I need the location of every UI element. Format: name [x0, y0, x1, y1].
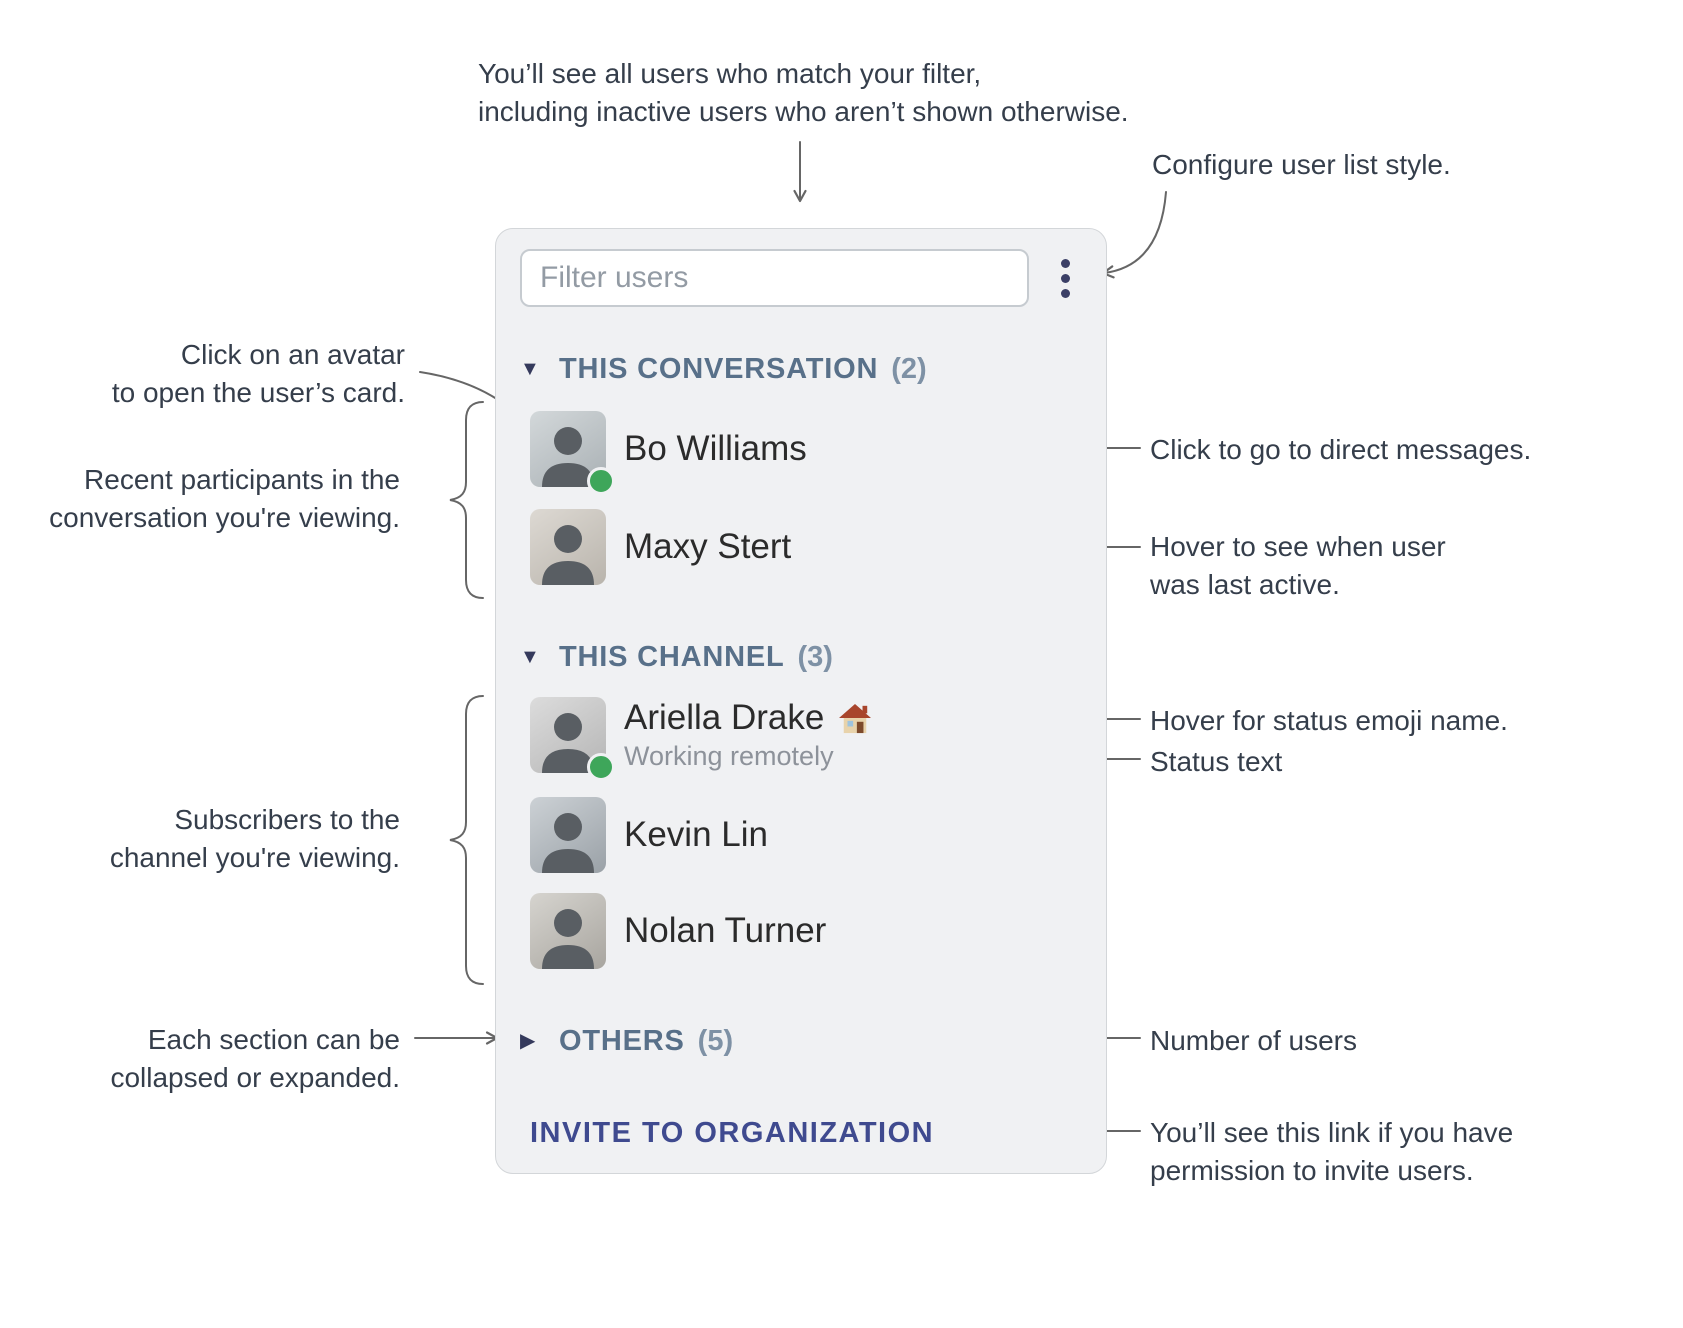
- note-recent-participants: Recent participants in the conversation …: [49, 464, 400, 533]
- person-silhouette-icon: [542, 525, 594, 585]
- note-last-active: Hover to see when user was last active.: [1150, 531, 1446, 600]
- avatar[interactable]: [530, 411, 615, 495]
- user-name: Nolan Turner: [624, 911, 827, 950]
- section-label: THIS CONVERSATION: [559, 353, 879, 385]
- user-row-nolan-turner[interactable]: Nolan Turner: [530, 893, 1082, 969]
- house-status-emoji-icon: [839, 703, 872, 733]
- user-name: Bo Williams: [624, 429, 807, 468]
- note-status-text: Status text: [1150, 746, 1283, 777]
- note-number-of-users: Number of users: [1150, 1025, 1357, 1056]
- section-label: OTHERS: [559, 1025, 685, 1057]
- person-silhouette-icon: [542, 909, 594, 969]
- name-line: Ariella Drake: [624, 698, 872, 738]
- brace-channel: [449, 695, 484, 985]
- section-header-conversation[interactable]: ▼ THIS CONVERSATION (2): [520, 351, 1082, 387]
- avatar-image: [530, 509, 606, 585]
- note-direct-messages: Click to go to direct messages.: [1150, 434, 1532, 465]
- user-row-kevin-lin[interactable]: Kevin Lin: [530, 797, 1082, 873]
- user-row-maxy-stert[interactable]: Maxy Stert: [530, 509, 1082, 585]
- invite-to-organization-link[interactable]: INVITE TO ORGANIZATION: [530, 1117, 935, 1149]
- note-filter-results: You’ll see all users who match your filt…: [478, 58, 1129, 127]
- user-list-panel: ▼ THIS CONVERSATION (2) Bo Williams Maxy…: [495, 228, 1107, 1174]
- avatar[interactable]: [530, 509, 606, 585]
- section-count: (5): [697, 1025, 734, 1057]
- note-invite-permission: You’ll see this link if you have permiss…: [1150, 1117, 1514, 1186]
- avatar-image: [530, 797, 606, 873]
- presence-active-icon: [587, 753, 615, 781]
- brace-conversation: [449, 401, 484, 599]
- note-collapse-expand: Each section can be collapsed or expande…: [110, 1024, 400, 1093]
- menu-dot: [1061, 273, 1070, 283]
- user-list-menu-button[interactable]: [1049, 251, 1082, 306]
- note-subscribers: Subscribers to the channel you're viewin…: [109, 804, 400, 873]
- section-count: (3): [797, 641, 833, 673]
- avatar[interactable]: [530, 797, 606, 873]
- user-name: Maxy Stert: [624, 527, 792, 566]
- note-configure-style: Configure user list style.: [1152, 149, 1451, 180]
- avatar[interactable]: [530, 697, 615, 781]
- filter-users-input[interactable]: [520, 249, 1029, 307]
- triangle-right-icon: ▶: [520, 1030, 536, 1052]
- connector-configure-note: [1101, 191, 1167, 279]
- user-text-block: Ariella Drake Working remotely: [624, 698, 872, 772]
- note-status-emoji: Hover for status emoji name.: [1150, 705, 1508, 736]
- section-count: (2): [891, 353, 927, 385]
- person-silhouette-icon: [542, 813, 594, 873]
- menu-dot: [1061, 258, 1070, 268]
- person-silhouette-icon: [542, 713, 594, 773]
- user-name: Kevin Lin: [624, 815, 768, 854]
- section-header-channel[interactable]: ▼ THIS CHANNEL (3): [520, 639, 1082, 675]
- presence-active-icon: [587, 467, 615, 495]
- user-row-bo-williams[interactable]: Bo Williams: [530, 411, 1082, 495]
- menu-dot: [1061, 288, 1070, 298]
- avatar[interactable]: [530, 893, 606, 969]
- user-row-ariella-drake[interactable]: Ariella Drake Working remotely: [530, 697, 1082, 781]
- person-silhouette-icon: [542, 427, 594, 487]
- status-text: Working remotely: [624, 741, 834, 771]
- note-avatar-card: Click on an avatar to open the user’s ca…: [111, 339, 405, 408]
- avatar-image: [530, 893, 606, 969]
- section-label: THIS CHANNEL: [559, 641, 785, 673]
- triangle-down-icon: ▼: [520, 646, 540, 668]
- triangle-down-icon: ▼: [520, 358, 540, 380]
- user-name: Ariella Drake: [624, 698, 825, 737]
- filter-row: [520, 249, 1082, 307]
- section-header-others[interactable]: ▶ OTHERS (5): [520, 1023, 1082, 1059]
